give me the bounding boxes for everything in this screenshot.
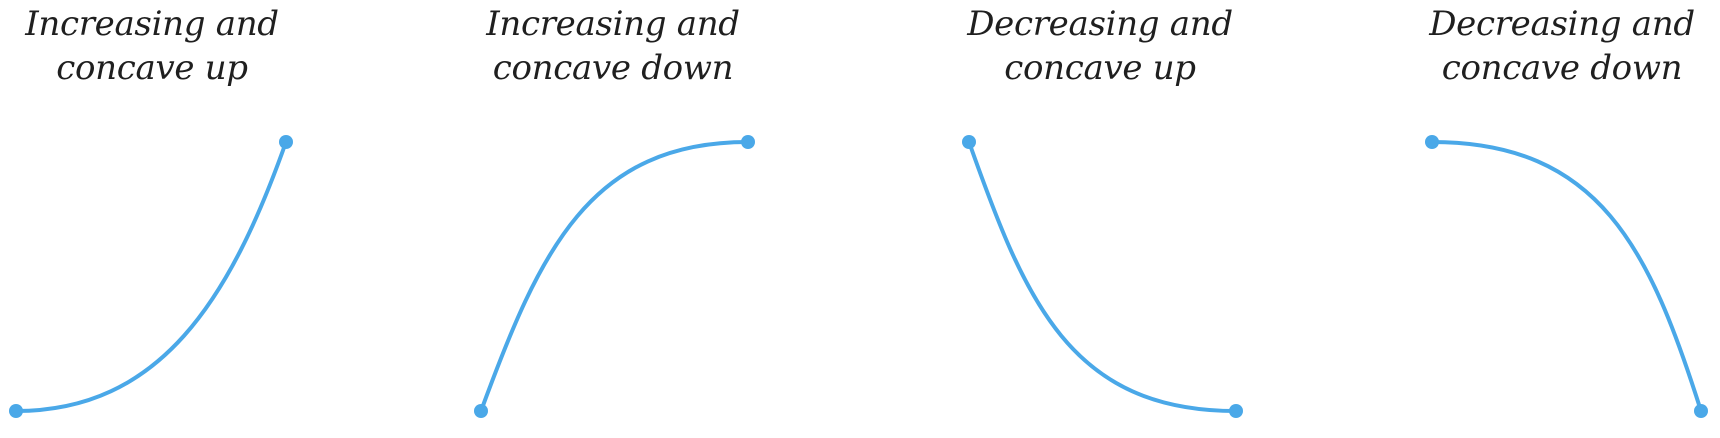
end-point [1694,404,1708,418]
panel-increasing-concave-up: Increasing and concave up [2,0,302,438]
panel-decreasing-concave-up: Decreasing and concave up [950,0,1250,438]
curve-increasing-concave-up [14,140,288,413]
curve-decreasing-concave-down [1430,140,1703,413]
panel-increasing-concave-down: Increasing and concave down [463,0,763,438]
start-point [9,404,23,418]
curve-decreasing-concave-up [967,140,1238,413]
panel-decreasing-concave-down: Decreasing and concave down [1412,0,1712,438]
caption-increasing-concave-up: Increasing and concave up [2,2,302,90]
caption-line-2: concave down [492,48,734,88]
caption-line-2: concave up [1004,48,1196,88]
caption-line-1: Increasing and [25,4,279,44]
start-point [1425,135,1439,149]
start-point [474,404,488,418]
caption-line-1: Decreasing and [967,4,1233,44]
end-point [279,135,293,149]
caption-increasing-concave-down: Increasing and concave down [463,2,763,90]
caption-line-1: Decreasing and [1429,4,1695,44]
end-point [1229,404,1243,418]
curve-decreasing-concave-up-group [962,135,1243,418]
curve-increasing-concave-down [479,140,750,413]
caption-line-1: Increasing and [486,4,740,44]
end-point [741,135,755,149]
caption-decreasing-concave-up: Decreasing and concave up [950,2,1250,90]
curve-decreasing-concave-down-group [1425,135,1708,418]
caption-line-2: concave up [56,48,248,88]
caption-line-2: concave down [1441,48,1683,88]
curve-increasing-concave-down-group [474,135,755,418]
caption-decreasing-concave-down: Decreasing and concave down [1412,2,1712,90]
start-point [962,135,976,149]
curve-increasing-concave-up-group [9,135,293,418]
